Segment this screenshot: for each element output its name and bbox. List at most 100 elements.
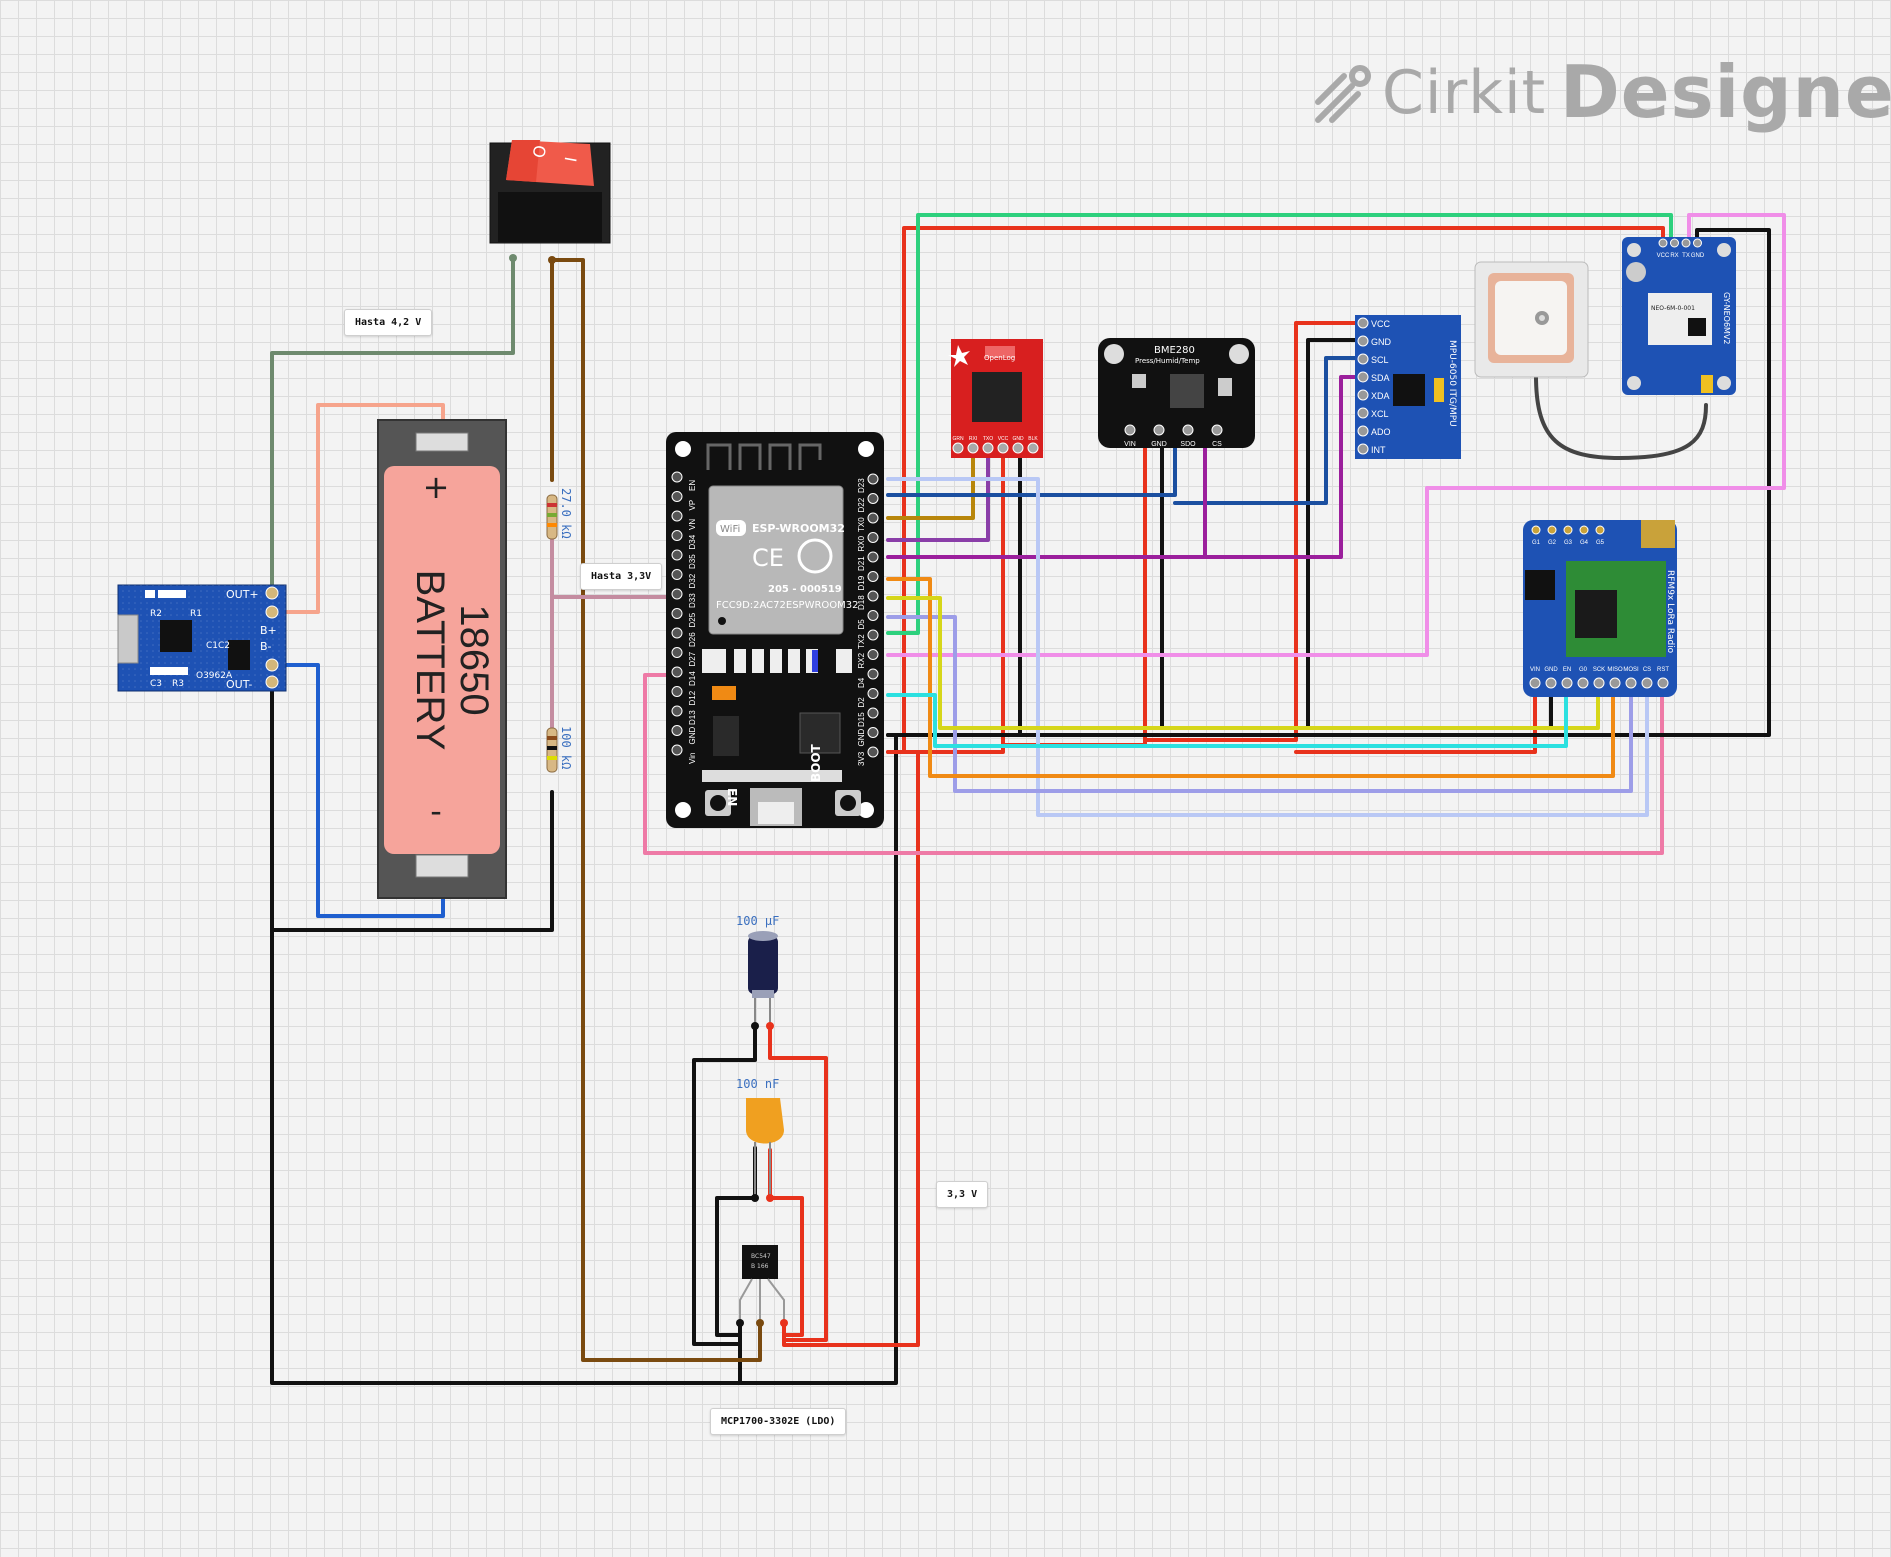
esp32-left-pin-en[interactable] bbox=[671, 471, 683, 483]
esp32-right-pin-d2[interactable] bbox=[867, 688, 879, 699]
lora-pin-sck[interactable] bbox=[1593, 677, 1605, 689]
lora-pin-cs[interactable] bbox=[1641, 677, 1653, 689]
wire-battery-plus[interactable] bbox=[280, 403, 445, 614]
wire-scl-mpu[interactable] bbox=[1173, 356, 1365, 505]
lora-top-pin-g5[interactable] bbox=[1595, 525, 1605, 535]
esp32-right-pin-rx0[interactable] bbox=[867, 532, 879, 543]
lora-pin-gnd[interactable] bbox=[1545, 677, 1557, 689]
esp32-right-pin-d4[interactable] bbox=[867, 668, 879, 680]
lora-pin-miso[interactable] bbox=[1609, 677, 1621, 689]
esp32-right-pin-d15[interactable] bbox=[867, 707, 879, 719]
mpu-pin-sda[interactable] bbox=[1357, 371, 1369, 383]
esp32-left-pin-vp[interactable] bbox=[671, 491, 683, 502]
esp32-right-pin-rx2[interactable] bbox=[867, 649, 879, 660]
lora-top-pin-g3[interactable] bbox=[1563, 525, 1573, 535]
rocker-switch[interactable]: O I bbox=[489, 140, 611, 264]
bme280-pin-gnd[interactable] bbox=[1153, 424, 1165, 436]
mpu-pin-vcc[interactable] bbox=[1357, 317, 1369, 329]
wire-gps-tx[interactable] bbox=[886, 213, 1786, 657]
bme280-pin-vin[interactable] bbox=[1124, 424, 1136, 436]
mpu-pin-gnd[interactable] bbox=[1357, 335, 1369, 347]
gps-pin-vcc[interactable] bbox=[1658, 238, 1668, 248]
mpu-pin-int[interactable] bbox=[1357, 443, 1369, 455]
resistor-100k[interactable]: 100 kΩ bbox=[546, 726, 573, 773]
lora-pin-vin[interactable] bbox=[1529, 677, 1541, 689]
wire-power-openlog[interactable] bbox=[902, 446, 1005, 754]
wire-openlog-rxi[interactable] bbox=[886, 446, 975, 520]
wire-lora-rst[interactable] bbox=[643, 673, 1664, 855]
gps-pin-rx[interactable] bbox=[1670, 238, 1679, 248]
ldo-regulator[interactable]: BC547 B 166 bbox=[736, 1245, 788, 1327]
mpu6050-module[interactable]: MPU-6050 ITG/MPU VCCGNDSCLSDAXDAXCLADOIN… bbox=[1355, 315, 1461, 459]
wire-gps-antenna[interactable] bbox=[1534, 374, 1708, 460]
esp32-right-pin-tx2[interactable] bbox=[867, 629, 879, 641]
esp32-right-pin-gnd[interactable] bbox=[867, 727, 879, 738]
gps-patch-antenna[interactable] bbox=[1474, 261, 1589, 378]
lora-top-pin-g4[interactable] bbox=[1579, 525, 1589, 535]
esp32-right-pin-d21[interactable] bbox=[867, 551, 879, 563]
esp32-right-pin-3v3[interactable] bbox=[867, 746, 879, 758]
gps-pin-tx[interactable] bbox=[1681, 238, 1691, 248]
openlog-pin-vcc[interactable] bbox=[997, 442, 1009, 454]
esp32-left-pin-d33[interactable] bbox=[671, 588, 683, 600]
wire-switch-ldo-in[interactable] bbox=[550, 258, 762, 1362]
esp32-en-button-label[interactable]: EN bbox=[725, 788, 739, 806]
openlog-pin-rxi[interactable] bbox=[967, 442, 979, 454]
wire-sda-mpu[interactable] bbox=[1203, 375, 1365, 559]
gps-pin-gnd[interactable] bbox=[1693, 238, 1702, 248]
openlog-pin-txo[interactable] bbox=[982, 442, 994, 454]
esp32-left-pin-d25[interactable] bbox=[671, 608, 683, 619]
wire-power-mpu[interactable] bbox=[1143, 321, 1365, 742]
wire-lora-en[interactable] bbox=[886, 596, 1600, 730]
mpu-pin-xda[interactable] bbox=[1357, 389, 1369, 401]
wire-power-bus[interactable] bbox=[886, 226, 1665, 754]
openlog-pin-grn[interactable] bbox=[952, 442, 964, 454]
lora-pin-en[interactable] bbox=[1561, 677, 1573, 689]
esp32-left-pin-gnd[interactable] bbox=[671, 725, 683, 736]
lora-top-pin-g2[interactable] bbox=[1547, 525, 1557, 535]
esp32-left-pin-d26[interactable] bbox=[671, 627, 683, 639]
esp32-right-pin-tx0[interactable] bbox=[867, 512, 879, 524]
esp32-right-pin-d19[interactable] bbox=[867, 571, 879, 582]
wire-lora-miso[interactable] bbox=[893, 695, 930, 746]
esp32-right-pin-d18[interactable] bbox=[867, 590, 879, 602]
capacitor-electrolytic[interactable]: 100 µF bbox=[736, 914, 779, 1030]
mpu-pin-xcl[interactable] bbox=[1357, 407, 1369, 419]
esp32-left-pin-d12[interactable] bbox=[671, 686, 683, 697]
esp32-left-pin-d34[interactable] bbox=[671, 530, 683, 541]
wire-lora-mosi[interactable] bbox=[886, 615, 1633, 793]
lora-top-pin-g1[interactable] bbox=[1531, 525, 1541, 535]
wire-gnd-mpu[interactable] bbox=[1306, 338, 1365, 730]
lora-pin-rst[interactable] bbox=[1657, 677, 1669, 689]
wire-lora-sck[interactable] bbox=[886, 577, 1615, 778]
bme280-pin-cs[interactable] bbox=[1211, 424, 1223, 436]
wire-cap-elec-minus[interactable] bbox=[692, 1024, 757, 1346]
wire-power-lora[interactable] bbox=[1294, 681, 1537, 754]
lora-pin-g0[interactable] bbox=[1577, 677, 1589, 689]
esp32-devkit[interactable]: ESP-WROOM32 WiFi CE 205 - 000519 FCC9D:2… bbox=[666, 432, 884, 828]
wire-cap-elec-plus[interactable] bbox=[768, 1024, 828, 1342]
wire-gps-rx[interactable] bbox=[886, 213, 1673, 635]
wire-lora-cs-light[interactable] bbox=[886, 477, 1649, 817]
esp32-left-pin-vn[interactable] bbox=[671, 510, 683, 522]
mpu-pin-ado[interactable] bbox=[1357, 425, 1369, 437]
wire-switch-outplus[interactable] bbox=[270, 256, 515, 594]
wire-cap-cer-minus[interactable] bbox=[715, 1146, 757, 1337]
esp32-right-pin-d22[interactable] bbox=[867, 493, 879, 504]
resistor-27k[interactable]: 27.0 kΩ bbox=[546, 488, 573, 540]
wire-lora-g0[interactable] bbox=[886, 681, 1568, 748]
openlog-pin-gnd[interactable] bbox=[1012, 442, 1024, 454]
esp32-left-pin-vin[interactable] bbox=[671, 744, 683, 756]
lora-pin-mosi[interactable] bbox=[1625, 677, 1637, 689]
wire-scl[interactable] bbox=[886, 428, 1177, 497]
openlog-pin-blk[interactable] bbox=[1027, 442, 1039, 454]
capacitor-ceramic[interactable]: 100 nF bbox=[736, 1077, 784, 1202]
bme280-pin-sdo[interactable] bbox=[1182, 424, 1194, 436]
battery-18650[interactable]: + - 18650 BATTERY bbox=[377, 419, 507, 899]
esp32-left-pin-d32[interactable] bbox=[671, 569, 683, 580]
mpu-pin-scl[interactable] bbox=[1357, 353, 1369, 365]
wire-battery-minus[interactable] bbox=[280, 663, 445, 918]
